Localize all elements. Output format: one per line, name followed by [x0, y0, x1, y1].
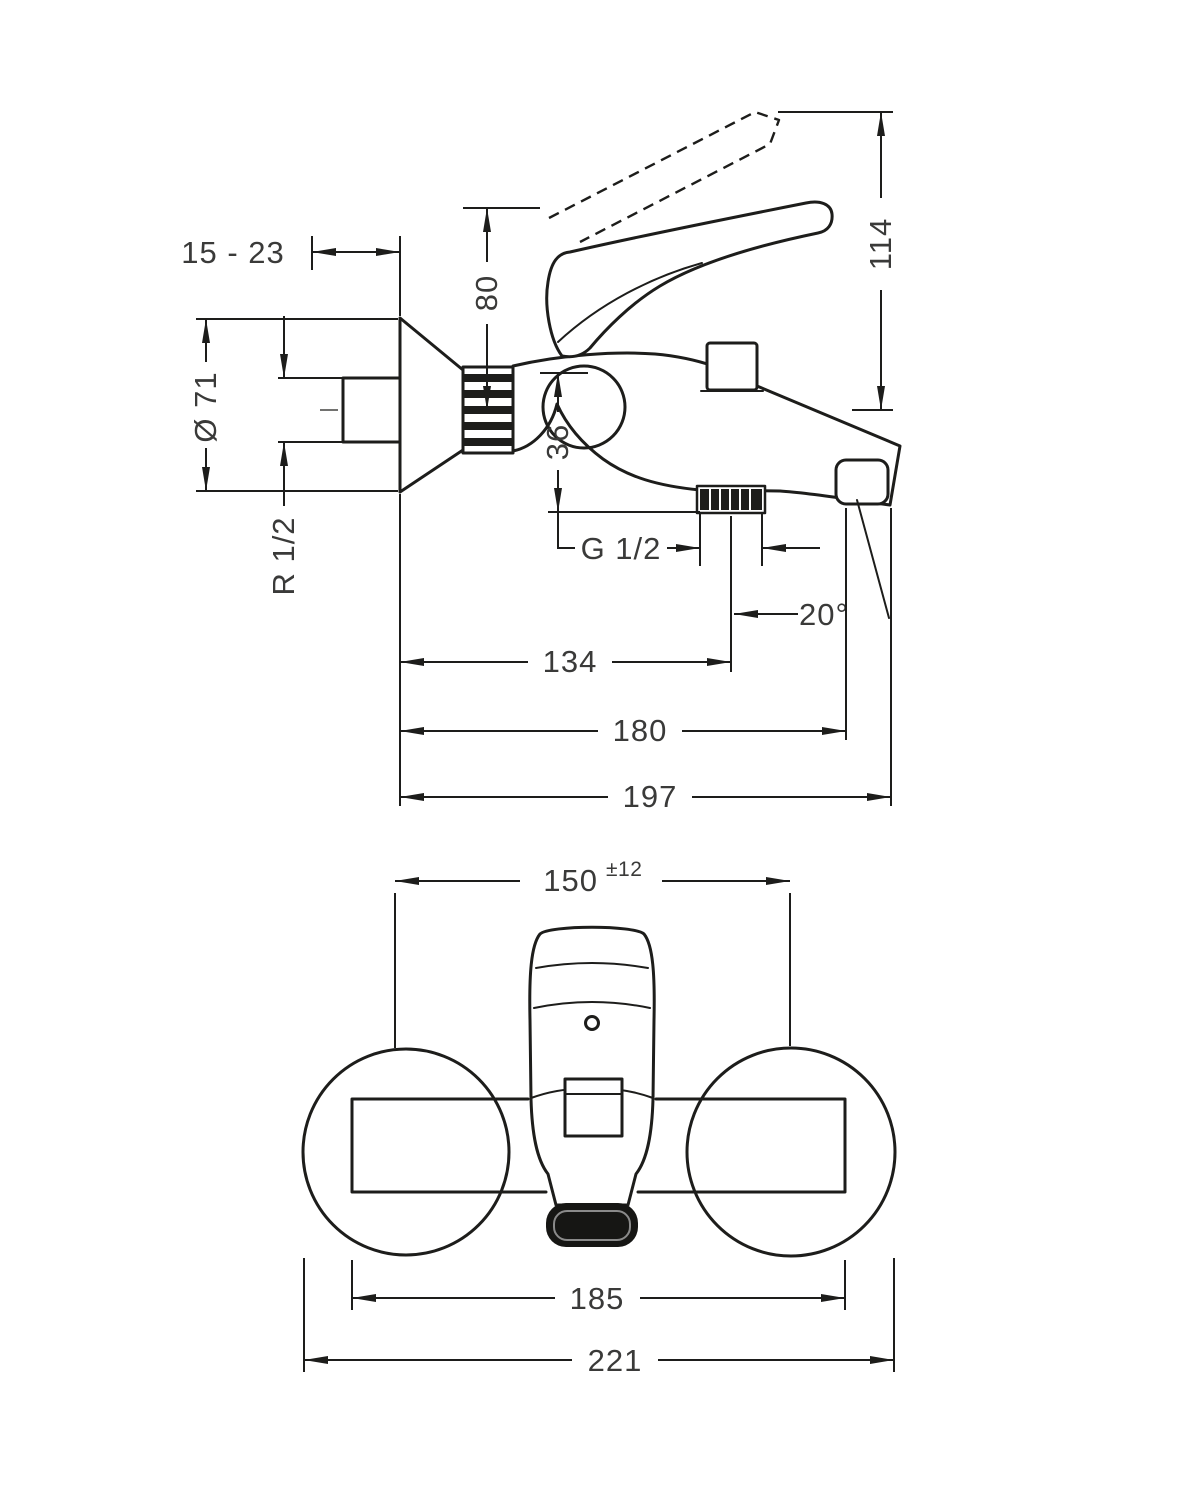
left-escutcheon-circle	[301, 1047, 511, 1257]
extension-lines	[303, 1258, 895, 1372]
dimension-body-width: 185	[351, 1260, 846, 1316]
dimension-total-width: 221	[303, 1258, 895, 1378]
extension-lines	[399, 494, 732, 806]
supply-pipe	[341, 376, 402, 444]
dim-label-outlet-thread: G 1/2	[581, 531, 662, 566]
extension-lines	[278, 377, 345, 443]
extension-lines	[540, 372, 700, 513]
dim-label-body-width: 185	[570, 1281, 625, 1316]
bottom-outlet-thread-lines	[709, 489, 751, 510]
diverter-knob-front	[563, 1077, 624, 1138]
extension-lines	[394, 893, 791, 1048]
right-escutcheon-circle	[685, 1046, 897, 1258]
dim-label-escutcheon-diameter: Ø 71	[188, 371, 223, 442]
dim-label-wall-offset: 15 - 23	[181, 235, 285, 270]
dim-label-total-height: 114	[863, 218, 898, 270]
lever-handle	[545, 200, 834, 359]
handle-pin-hole	[584, 1015, 600, 1031]
side-view: 15 - 23 80 114 Ø 71 R 1/2	[181, 110, 902, 814]
dim-label-connection-tolerance: ±12	[606, 858, 642, 881]
extension-lines	[557, 512, 763, 566]
dimension-handle-height: 80	[463, 207, 540, 410]
lever-handle-raised-dashed	[548, 110, 781, 244]
body-seam-upper	[535, 962, 649, 969]
extension-lines	[196, 318, 398, 492]
dimension-outlet-offset: 134	[399, 494, 732, 806]
dimension-total-height: 114	[778, 111, 898, 411]
wall-escutcheon	[398, 316, 465, 494]
front-view: 150 ±12 185 221	[301, 858, 897, 1378]
dim-label-handle-height: 80	[469, 275, 504, 311]
dimension-escutcheon-diameter: Ø 71	[188, 318, 398, 492]
dimension-inlet-thread: R 1/2	[266, 316, 345, 596]
dim-label-total-depth: 197	[623, 779, 678, 814]
dim-label-spout-reach: 180	[613, 713, 668, 748]
body-seam-middle	[533, 1001, 651, 1009]
dim-label-connection-centers: 150	[543, 863, 598, 898]
extension-lines	[778, 111, 893, 411]
mounting-bar	[350, 1097, 847, 1194]
dimension-spout-reach: 180	[400, 508, 847, 748]
dimension-spout-angle: 20°	[734, 597, 849, 632]
extension-lines	[311, 236, 401, 316]
dim-label-total-width: 221	[588, 1343, 643, 1378]
dimension-connection-centers: 150 ±12	[394, 858, 791, 1048]
dim-label-spout-angle: 20°	[799, 597, 849, 632]
dim-label-inlet-thread: R 1/2	[266, 516, 301, 595]
mixer-body-front	[528, 925, 656, 1207]
spout-angle-face-line	[856, 499, 890, 619]
dimension-spout-drop: 36	[540, 372, 700, 513]
lever-handle-seam	[557, 262, 703, 343]
spout-end-outlet	[834, 458, 890, 506]
dimension-wall-offset: 15 - 23	[181, 235, 401, 316]
dim-label-spout-drop: 36	[540, 424, 575, 460]
dimension-total-depth: 197	[400, 508, 892, 814]
diverter-knob	[705, 341, 759, 392]
dim-label-outlet-offset: 134	[543, 644, 598, 679]
spout-outlet-front-inner	[553, 1210, 631, 1241]
spout-outlet-front	[546, 1203, 638, 1247]
body-joint-circle	[541, 364, 627, 450]
dimension-outlet-thread: G 1/2	[557, 512, 820, 566]
